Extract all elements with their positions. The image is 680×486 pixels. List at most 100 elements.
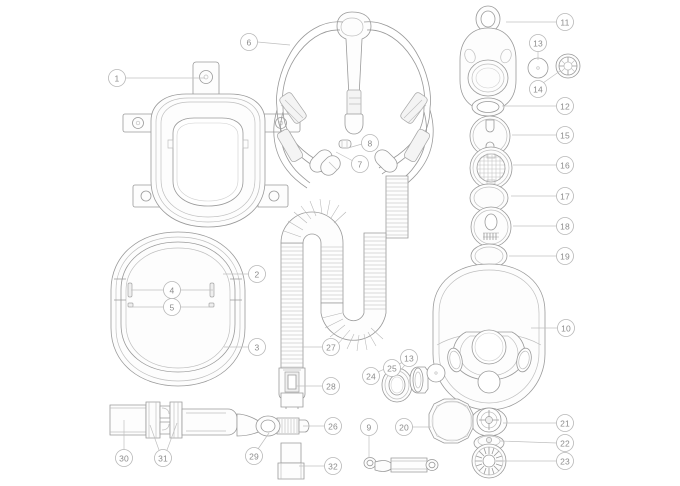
callout-label-2: 2	[255, 269, 260, 279]
callout-label-12: 12	[560, 101, 570, 111]
callout-label-10: 10	[561, 323, 571, 333]
part-20-cartridge-cap	[428, 398, 474, 444]
part-10-mask-body	[432, 263, 546, 411]
callout-label-3: 3	[255, 342, 260, 352]
callout-circle-24	[362, 367, 380, 385]
hose-ribs-bend-top	[283, 198, 347, 300]
callout-17[interactable]: 17	[556, 187, 574, 205]
callout-circle-22	[556, 434, 574, 452]
callout-circle-15	[556, 126, 574, 144]
part-26-32-nipple-adapter	[276, 392, 310, 480]
mesh-screen-pattern	[478, 155, 506, 181]
callout-circle-30	[115, 449, 133, 467]
part-29-31-belt-assembly	[109, 401, 281, 439]
callout-7[interactable]: 7	[351, 155, 369, 173]
callout-circle-12	[556, 97, 574, 115]
callout-3[interactable]: 3	[248, 338, 266, 356]
callout-circle-13b	[400, 349, 418, 367]
callout-9[interactable]: 9	[360, 418, 378, 436]
callout-circle-25	[383, 359, 401, 377]
callout-2[interactable]: 2	[248, 265, 266, 283]
callout-label-7: 7	[358, 159, 363, 169]
callout-11[interactable]: 11	[556, 13, 574, 31]
callout-circle-9	[360, 418, 378, 436]
callout-18[interactable]: 18	[556, 217, 574, 235]
callout-circle-13	[529, 34, 547, 52]
leader-line-8	[347, 143, 363, 149]
callout-14[interactable]: 14	[529, 80, 547, 98]
callout-label-6: 6	[247, 37, 252, 47]
callout-21[interactable]: 21	[556, 414, 574, 432]
grille-spokes	[475, 447, 503, 475]
part-9-sling-clip	[363, 457, 439, 473]
callout-20[interactable]: 20	[395, 418, 413, 436]
callout-circle-28	[322, 377, 340, 395]
callout-31[interactable]: 31	[154, 449, 172, 467]
callout-label-21: 21	[560, 418, 570, 428]
callout-4[interactable]: 4	[163, 281, 181, 299]
callout-label-9: 9	[367, 422, 372, 432]
callout-23[interactable]: 23	[556, 452, 574, 470]
callout-circle-7	[351, 155, 369, 173]
callout-32[interactable]: 32	[324, 457, 342, 475]
callout-16[interactable]: 16	[556, 156, 574, 174]
callout-circle-3	[248, 338, 266, 356]
part-21-23-exhale-valve	[470, 407, 508, 479]
callout-circle-20	[395, 418, 413, 436]
callout-circle-5	[163, 298, 181, 316]
callout-label-25: 25	[387, 363, 397, 373]
callout-circle-31	[154, 449, 172, 467]
part-27-corrugated-hose	[278, 175, 409, 409]
callout-circle-11	[556, 13, 574, 31]
callout-27[interactable]: 27	[322, 338, 340, 356]
leader-line-6	[257, 41, 291, 46]
callout-label-17: 17	[560, 191, 570, 201]
callout-5[interactable]: 5	[163, 298, 181, 316]
callout-25[interactable]: 25	[383, 359, 401, 377]
callout-10[interactable]: 10	[557, 319, 575, 337]
callout-29[interactable]: 29	[245, 447, 263, 465]
callout-circle-2	[248, 265, 266, 283]
hose-ribs-bend-bottom	[321, 236, 386, 352]
callout-22[interactable]: 22	[556, 434, 574, 452]
callout-30[interactable]: 30	[115, 449, 133, 467]
part-13-14-small	[527, 53, 581, 79]
callout-13[interactable]: 13	[529, 34, 547, 52]
callout-label-26: 26	[328, 421, 338, 431]
callout-24[interactable]: 24	[362, 367, 380, 385]
callout-label-20: 20	[399, 422, 409, 432]
callout-label-30: 30	[119, 453, 129, 463]
leader-line-22	[499, 440, 557, 444]
callout-15[interactable]: 15	[556, 126, 574, 144]
hose-ribs-left	[281, 246, 303, 380]
callout-circle-10	[557, 319, 575, 337]
leader-line-31	[149, 424, 160, 451]
callout-circle-23	[556, 452, 574, 470]
part-1-mask-frame	[122, 61, 301, 228]
callout-label-5: 5	[170, 302, 175, 312]
callout-circle-16	[556, 156, 574, 174]
callout-26[interactable]: 26	[324, 417, 342, 435]
callout-28[interactable]: 28	[322, 377, 340, 395]
callout-label-23: 23	[560, 456, 570, 466]
part-6-head-harness	[273, 11, 434, 189]
callout-circle-21	[556, 414, 574, 432]
callout-label-22: 22	[560, 438, 570, 448]
callout-label-31: 31	[158, 453, 168, 463]
callout-circle-8	[361, 134, 379, 152]
callout-13b[interactable]: 13	[400, 349, 418, 367]
callout-label-13b: 13	[404, 353, 414, 363]
callout-label-18: 18	[560, 221, 570, 231]
callout-label-8: 8	[368, 138, 373, 148]
callout-label-24: 24	[366, 371, 376, 381]
callout-circle-6	[240, 33, 258, 51]
callout-19[interactable]: 19	[556, 247, 574, 265]
callout-8[interactable]: 8	[361, 134, 379, 152]
callout-12[interactable]: 12	[556, 97, 574, 115]
callout-label-19: 19	[560, 251, 570, 261]
callout-6[interactable]: 6	[240, 33, 258, 51]
callout-1[interactable]: 1	[108, 69, 126, 87]
